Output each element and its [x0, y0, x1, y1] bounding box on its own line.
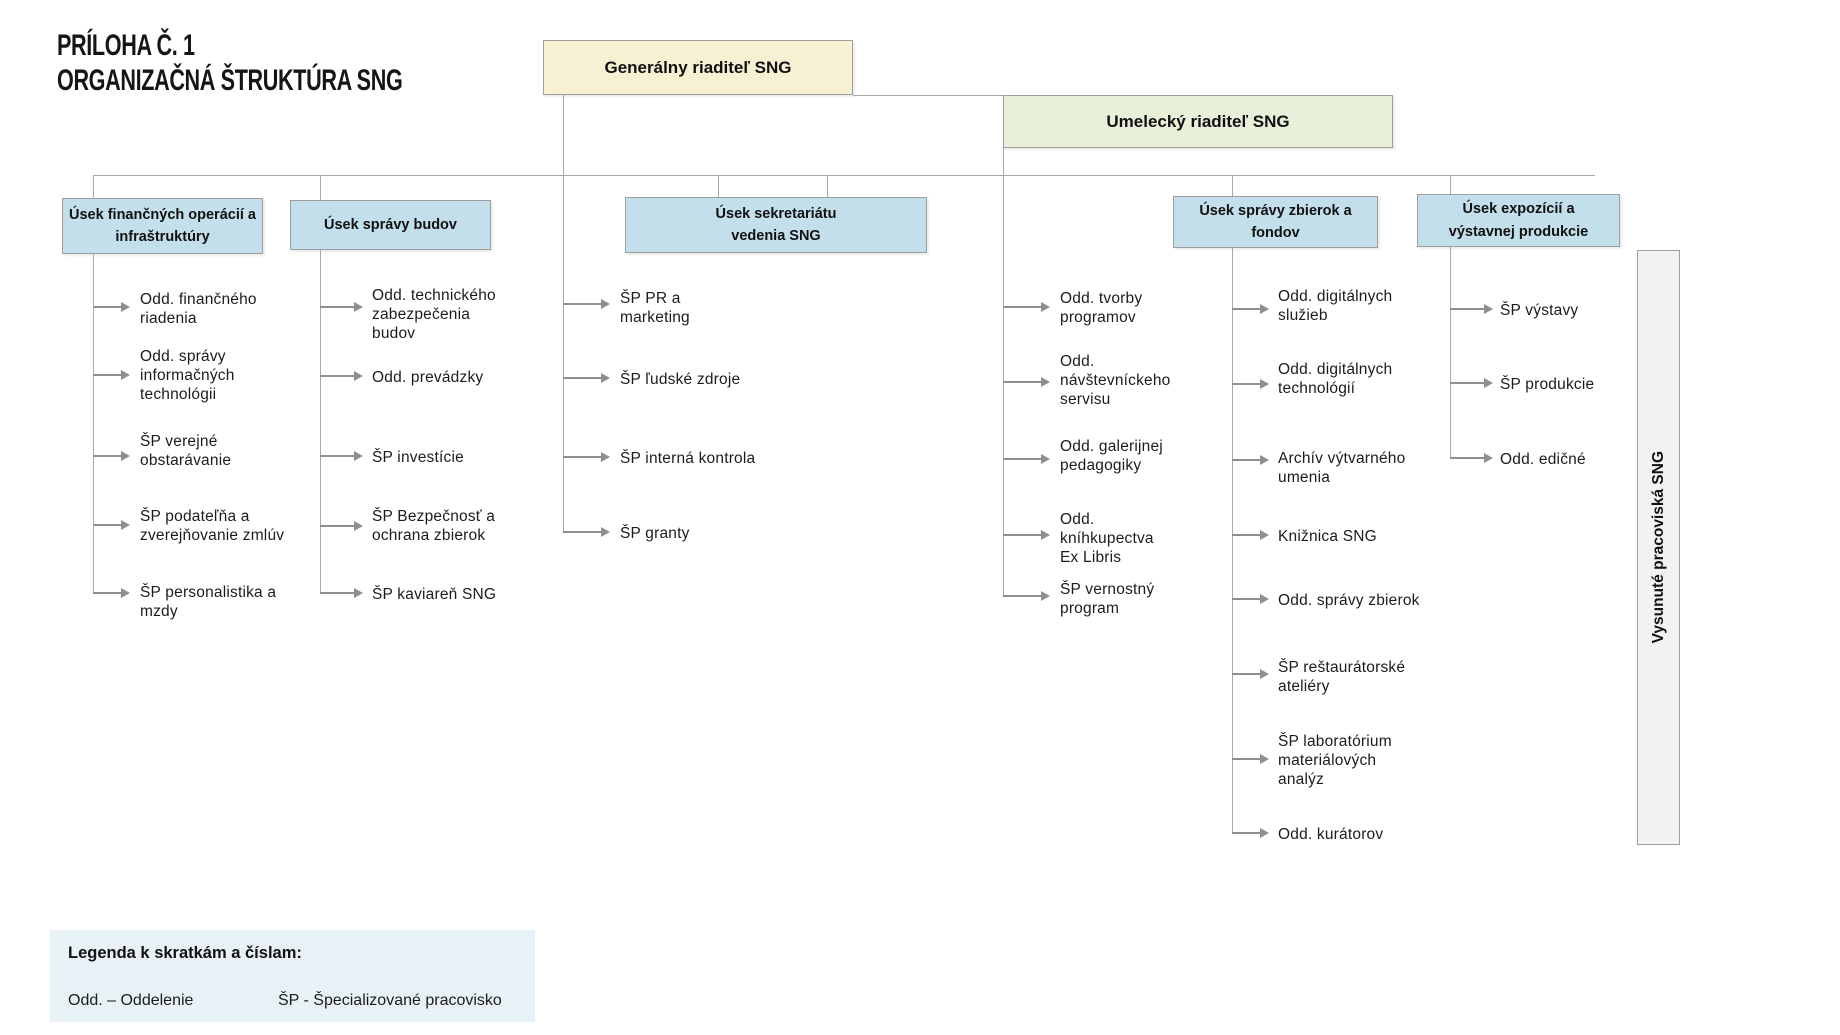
- org-item: ŠP interná kontrola: [620, 450, 756, 467]
- arrow-icon: [563, 299, 610, 309]
- arrow-icon: [563, 373, 610, 383]
- remote-workplaces-box: Vysunuté pracoviská SNG: [1637, 250, 1680, 845]
- arrow-icon: [320, 371, 363, 381]
- legend-title: Legenda k skratkám a číslam:: [68, 944, 302, 962]
- org-item: Odd. prevádzky: [372, 369, 484, 386]
- org-item: Odd. galerijnej pedagogiky: [1060, 438, 1163, 475]
- connector-line: [93, 254, 95, 593]
- connector-line: [1003, 148, 1005, 596]
- connector-line: [718, 175, 720, 197]
- arrow-icon: [93, 588, 130, 598]
- org-item: Odd. tvorby programov: [1060, 290, 1143, 327]
- org-item: ŠP produkcie: [1500, 376, 1595, 393]
- arrow-icon: [93, 520, 130, 530]
- org-item: Knižnica SNG: [1278, 528, 1377, 545]
- arrow-icon: [1232, 594, 1269, 604]
- arrow-icon: [1003, 377, 1050, 387]
- arrow-icon: [1003, 454, 1050, 464]
- org-item: ŠP kaviareň SNG: [372, 586, 497, 603]
- arrow-icon: [93, 370, 130, 380]
- arrow-icon: [1450, 453, 1493, 463]
- connector-line: [1232, 175, 1234, 196]
- dept-box-secretariat: Úsek sekretariátu vedenia SNG: [625, 197, 927, 253]
- arrow-icon: [1003, 302, 1050, 312]
- connector-line: [853, 95, 1004, 97]
- org-item: Odd. finančného riadenia: [140, 291, 257, 328]
- remote-workplaces-label: Vysunuté pracoviská SNG: [1649, 451, 1667, 644]
- org-item: ŠP laboratórium materiálových analýz: [1278, 733, 1392, 789]
- arrow-icon: [1450, 378, 1493, 388]
- org-item: ŠP granty: [620, 525, 690, 542]
- page-title-line1: PRÍLOHA Č. 1: [57, 29, 195, 62]
- legend-item: ŠP - Špecializované pracovisko: [278, 992, 502, 1009]
- dept-box-exhibitions: Úsek expozícií a výstavnej produkcie: [1417, 194, 1620, 247]
- arrow-icon: [1232, 379, 1269, 389]
- general-director-label: Generálny riaditeľ SNG: [604, 57, 792, 77]
- arrow-icon: [1232, 754, 1269, 764]
- org-item: Odd. návštevníckeho servisu: [1060, 353, 1171, 409]
- arrow-icon: [563, 527, 610, 537]
- legend-box: Legenda k skratkám a číslam: Odd. – Odde…: [50, 930, 535, 1022]
- arrow-icon: [1232, 828, 1269, 838]
- dept-box-exhibitions-label: Úsek expozícií a výstavnej produkcie: [1448, 201, 1589, 240]
- org-item: ŠP investície: [372, 449, 464, 466]
- arrow-icon: [1003, 591, 1050, 601]
- artistic-director-label: Umelecký riaditeľ SNG: [1106, 111, 1290, 131]
- org-item: ŠP Bezpečnosť a ochrana zbierok: [372, 508, 496, 545]
- arrow-icon: [1232, 530, 1269, 540]
- org-item: ŠP verejné obstarávanie: [140, 433, 232, 470]
- arrow-icon: [93, 451, 130, 461]
- connector-line: [320, 250, 322, 593]
- org-item: ŠP podateľňa a zverejňovanie zmlúv: [140, 508, 285, 545]
- arrow-icon: [320, 588, 363, 598]
- page-title-line2: ORGANIZAČNÁ ŠTRUKTÚRA SNG: [57, 64, 403, 98]
- arrow-icon: [320, 521, 363, 531]
- org-item: ŠP výstavy: [1500, 302, 1579, 319]
- org-item: Odd. správy zbierok: [1278, 592, 1420, 609]
- legend-item: Odd. – Oddelenie: [68, 992, 194, 1009]
- arrow-icon: [1003, 530, 1050, 540]
- org-item: ŠP ľudské zdroje: [620, 371, 741, 388]
- org-item: Archív výtvarného umenia: [1278, 450, 1406, 487]
- org-item: Odd. digitálnych technológií: [1278, 361, 1393, 398]
- org-item: ŠP personalistika a mzdy: [140, 584, 277, 621]
- connector-line: [1450, 247, 1452, 458]
- dept-box-secretariat-label: Úsek sekretariátu vedenia SNG: [715, 205, 837, 244]
- arrow-icon: [1232, 669, 1269, 679]
- arrow-icon: [320, 302, 363, 312]
- arrow-icon: [1450, 304, 1493, 314]
- org-item: ŠP vernostný program: [1060, 581, 1155, 618]
- arrow-icon: [1232, 455, 1269, 465]
- org-item: ŠP reštaurátorské ateliéry: [1278, 659, 1406, 696]
- arrow-icon: [563, 452, 610, 462]
- dept-box-buildings: Úsek správy budov: [290, 200, 491, 250]
- dept-box-collections: Úsek správy zbierok a fondov: [1173, 196, 1378, 248]
- org-item: Odd. technického zabezpečenia budov: [372, 287, 496, 343]
- connector-line: [827, 175, 829, 197]
- connector-line: [1450, 175, 1452, 194]
- artistic-director-box: Umelecký riaditeľ SNG: [1003, 95, 1393, 148]
- arrow-icon: [1232, 304, 1269, 314]
- dept-box-collections-label: Úsek správy zbierok a fondov: [1199, 202, 1352, 241]
- general-director-box: Generálny riaditeľ SNG: [543, 40, 853, 95]
- org-item: Odd. edičné: [1500, 451, 1586, 468]
- connector-line: [1232, 248, 1234, 833]
- connector-line: [563, 95, 565, 532]
- connector-line: [93, 175, 1595, 177]
- org-item: Odd. digitálnych služieb: [1278, 288, 1393, 325]
- connector-line: [320, 175, 322, 200]
- connector-line: [93, 175, 95, 198]
- org-item: Odd. kníhkupectva Ex Libris: [1060, 511, 1154, 567]
- arrow-icon: [93, 302, 130, 312]
- org-item: ŠP PR a marketing: [620, 290, 690, 327]
- dept-box-buildings-label: Úsek správy budov: [324, 216, 457, 233]
- dept-box-finance-label: Úsek finančných operácií a infraštruktúr…: [69, 206, 256, 245]
- dept-box-finance: Úsek finančných operácií a infraštruktúr…: [62, 198, 263, 254]
- page-title: PRÍLOHA Č. 1 ORGANIZAČNÁ ŠTRUKTÚRA SNG: [57, 28, 403, 99]
- arrow-icon: [320, 451, 363, 461]
- org-item: Odd. kurátorov: [1278, 826, 1384, 843]
- org-item: Odd. správy informačných technológii: [140, 348, 235, 404]
